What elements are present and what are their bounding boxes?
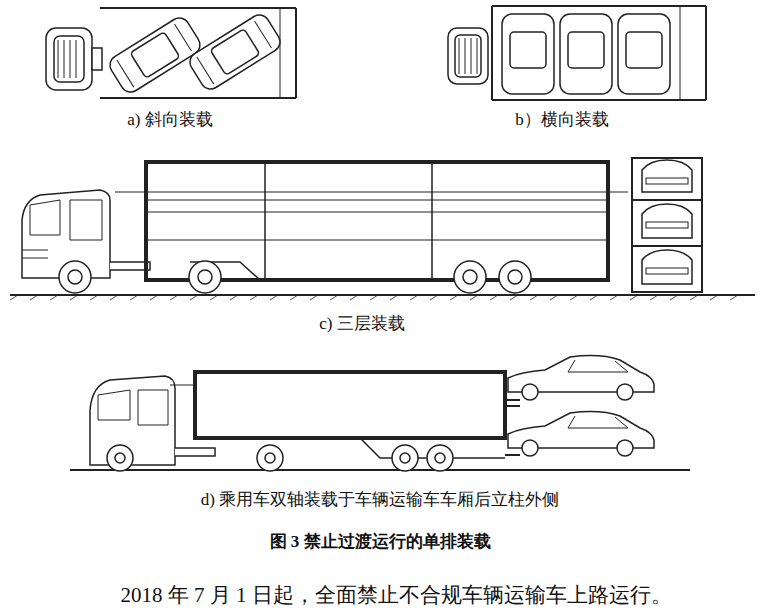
figure-caption: 图 3 禁止过渡运行的单排装载 bbox=[270, 532, 491, 552]
subfigure-label: d) 乘用车双轴装载于车辆运输车车厢后立柱外侧 bbox=[201, 490, 559, 510]
subfigure-label: c) 三层装载 bbox=[319, 314, 404, 334]
three-level-truck-figure bbox=[10, 158, 755, 300]
transverse-loading-figure bbox=[448, 6, 706, 100]
body-note: 2018 年 7 月 1 日起，全面禁止不合规车辆运输车上路运行。 bbox=[120, 583, 671, 608]
diagonal-loading-figure bbox=[46, 8, 296, 98]
subfigure-label: a) 斜向装载 bbox=[127, 110, 212, 130]
rear-overhang-truck-figure bbox=[70, 356, 690, 471]
subfigure-label: b）横向装载 bbox=[515, 110, 609, 130]
